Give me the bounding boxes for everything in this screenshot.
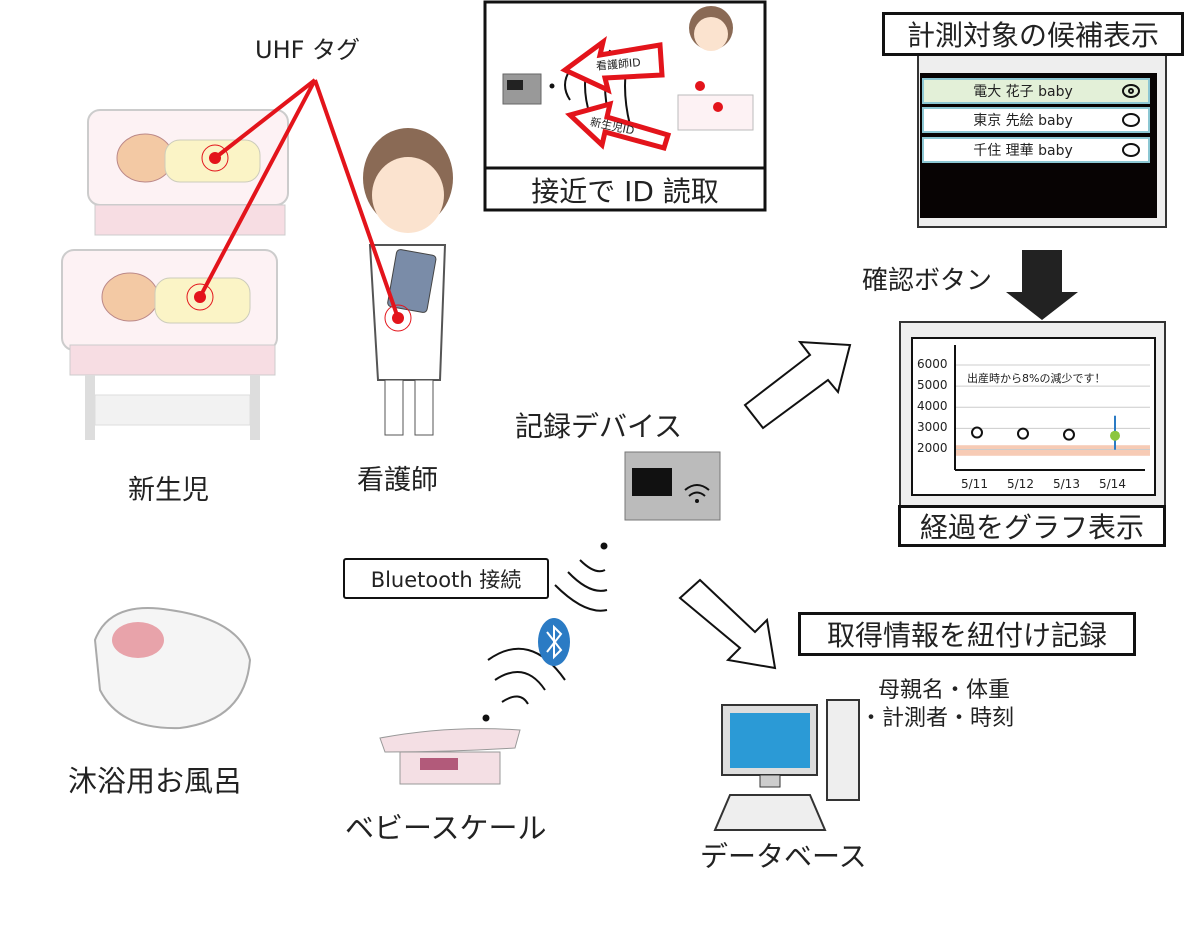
bath-label: 沐浴用お風呂: [68, 764, 243, 798]
x-tick-label: 5/12: [1007, 477, 1034, 491]
bluetooth-icon: [538, 618, 570, 666]
uhf-tag-label: UHF タグ: [255, 36, 361, 64]
data-point: [971, 426, 983, 439]
graph-caption: 経過をグラフ表示: [898, 505, 1166, 547]
data-point: [1063, 428, 1075, 441]
nurse-label: 看護師: [357, 465, 438, 496]
y-tick-label: 5000: [917, 378, 948, 393]
uhf-tag-markers: [186, 144, 412, 332]
x-tick-label: 5/13: [1053, 477, 1080, 491]
confirm-button-label: 確認ボタン: [862, 266, 993, 296]
weight-chart: [954, 345, 1150, 471]
nurse-id-arrow: [560, 35, 665, 95]
candidate-row[interactable]: 東京 先絵 baby: [922, 107, 1150, 133]
data-point: [1017, 427, 1029, 440]
wireless-waves: [482, 542, 608, 722]
link-record-label: 取得情報を紐付け記録: [798, 612, 1136, 656]
target-band: [955, 445, 1150, 456]
y-tick-label: 6000: [917, 357, 948, 371]
bath-icon: [93, 607, 252, 730]
candidate-row[interactable]: 千住 理華 baby: [922, 137, 1150, 163]
record-item: 母親名・体重: [878, 678, 1011, 703]
uhf-tag-lines: [198, 78, 400, 319]
newborn-id-arrow: [565, 100, 672, 152]
database-label: データベース: [700, 840, 867, 873]
y-tick-label: 4000: [917, 399, 948, 414]
graph-message: 出産時から8%の減少です！: [967, 372, 1106, 385]
crib-top: [87, 109, 289, 236]
data-point-current: [1110, 430, 1120, 441]
candidates-title: 計測対象の候補表示: [882, 12, 1184, 56]
baby-scale-icon: [379, 728, 521, 785]
recording-device-label: 記録デバイス: [515, 410, 683, 443]
x-tick-label: 5/14: [1099, 477, 1126, 491]
crib-bottom: [61, 249, 278, 440]
to-graph-arrow: [743, 340, 852, 430]
proximity-caption: 接近で ID 読取: [531, 175, 719, 208]
database-computer-icon: [713, 699, 860, 831]
radio-selected-icon[interactable]: [1122, 84, 1140, 98]
to-database-arrow: [678, 578, 777, 670]
scale-label: ベビースケール: [345, 811, 547, 845]
confirm-arrow: [1006, 250, 1078, 320]
y-tick-label: 3000: [917, 420, 948, 435]
newborn-label: 新生児: [128, 475, 209, 506]
nurse-figure: [363, 128, 453, 436]
radio-icon[interactable]: [1122, 113, 1140, 127]
bluetooth-label: Bluetooth 接続: [343, 558, 549, 599]
y-tick-label: 2000: [917, 441, 948, 456]
radio-icon[interactable]: [1122, 143, 1140, 157]
record-item: ・計測者・時刻: [860, 706, 1015, 731]
x-tick-label: 5/11: [961, 477, 988, 491]
candidate-row[interactable]: 電大 花子 baby: [922, 78, 1150, 104]
